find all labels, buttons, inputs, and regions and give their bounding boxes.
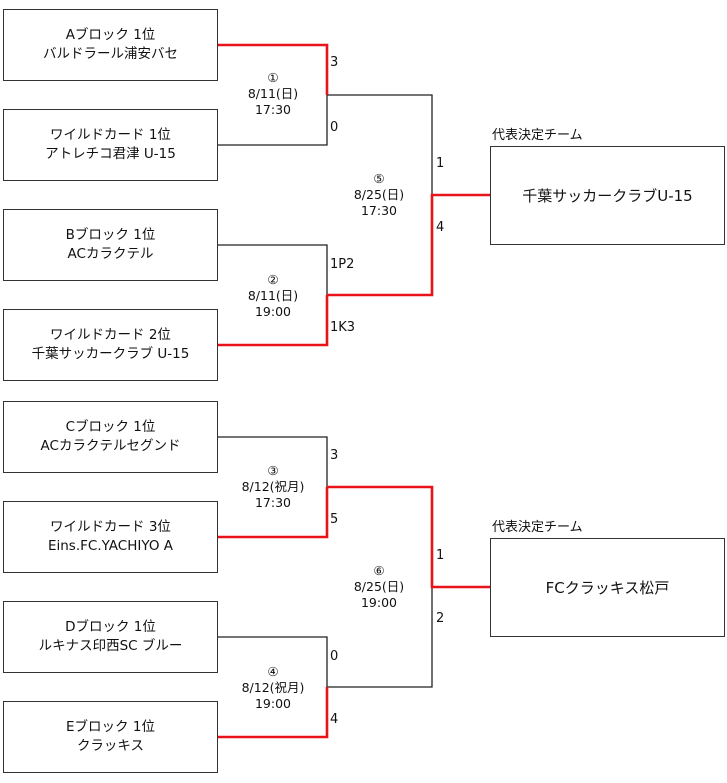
score-m1-bottom: 0 bbox=[330, 120, 339, 135]
match-number: ⑥ bbox=[373, 563, 385, 578]
representative-label: 代表決定チーム bbox=[492, 520, 583, 535]
match-date: 8/12(祝月) bbox=[241, 479, 305, 494]
match-date: 8/12(祝月) bbox=[241, 680, 305, 695]
winner-line-m4 bbox=[218, 687, 329, 739]
match-number: ① bbox=[267, 70, 279, 85]
team-name: バルドラール浦安バセ bbox=[43, 46, 178, 62]
score-m4-top: 0 bbox=[330, 649, 339, 664]
team-name: ACカラクテル bbox=[67, 246, 154, 262]
team-seed: ワイルドカード 2位 bbox=[50, 327, 171, 343]
winner-line-m5 bbox=[327, 193, 490, 297]
representative-label: 代表決定チーム bbox=[492, 128, 583, 143]
match-number: ② bbox=[267, 272, 279, 287]
team-box-wc1: ワイルドカード 1位 アトレチコ君津 U-15 bbox=[3, 109, 218, 181]
line-m5-top bbox=[327, 94, 433, 195]
representative-box-2: FCクラッキス松戸 bbox=[490, 538, 725, 637]
team-seed: ワイルドカード 1位 bbox=[50, 127, 171, 143]
score-m4-bottom: 4 bbox=[330, 712, 339, 727]
match-date: 8/11(日) bbox=[247, 86, 299, 101]
team-box-wc3: ワイルドカード 3位 Eins.FC.YACHIYO A bbox=[3, 501, 218, 573]
line-m2-top bbox=[218, 244, 328, 295]
score-m5-top: 1 bbox=[436, 156, 445, 171]
team-box-a1: Aブロック 1位 バルドラール浦安バセ bbox=[3, 9, 218, 81]
match-time: 19:00 bbox=[360, 595, 398, 610]
match-number: ⑤ bbox=[373, 171, 385, 186]
team-seed: Aブロック 1位 bbox=[65, 27, 156, 43]
match-info-4: ④ 8/12(祝月) 19:00 bbox=[228, 664, 318, 712]
match-date: 8/25(日) bbox=[353, 187, 405, 202]
team-box-c1: Cブロック 1位 ACカラクテルセグンド bbox=[3, 401, 218, 473]
line-m3-top bbox=[218, 436, 328, 487]
winner-line-m3 bbox=[218, 487, 329, 539]
team-name: 千葉サッカークラブ U-15 bbox=[31, 346, 190, 362]
match-date: 8/25(日) bbox=[353, 579, 405, 594]
match-time: 19:00 bbox=[254, 304, 292, 319]
representative-team-name: FCクラッキス松戸 bbox=[545, 579, 670, 597]
representative-box-1: 千葉サッカークラブU-15 bbox=[490, 146, 725, 245]
team-seed: Cブロック 1位 bbox=[65, 419, 156, 435]
match-info-2: ② 8/11(日) 19:00 bbox=[228, 272, 318, 320]
line-m1-bottom bbox=[218, 95, 328, 146]
team-box-b1: Bブロック 1位 ACカラクテル bbox=[3, 209, 218, 281]
team-seed: Dブロック 1位 bbox=[65, 619, 156, 635]
winner-line-m6 bbox=[327, 485, 490, 589]
team-box-wc2: ワイルドカード 2位 千葉サッカークラブ U-15 bbox=[3, 309, 218, 381]
match-time: 17:30 bbox=[254, 495, 292, 510]
representative-team-name: 千葉サッカークラブU-15 bbox=[522, 187, 693, 205]
team-name: ルキナス印西SC ブルー bbox=[38, 638, 183, 654]
line-m4-top bbox=[218, 636, 328, 687]
team-name: アトレチコ君津 U-15 bbox=[45, 146, 176, 162]
match-date: 8/11(日) bbox=[247, 288, 299, 303]
team-name: Eins.FC.YACHIYO A bbox=[47, 538, 174, 554]
score-m3-bottom: 5 bbox=[330, 512, 339, 527]
match-number: ③ bbox=[267, 463, 279, 478]
score-m5-bottom: 4 bbox=[436, 220, 445, 235]
match-time: 19:00 bbox=[254, 696, 292, 711]
score-m2-bottom: 1K3 bbox=[330, 320, 356, 335]
bracket-lines-red bbox=[218, 43, 490, 739]
score-m1-top: 3 bbox=[330, 55, 339, 70]
match-info-1: ① 8/11(日) 17:30 bbox=[228, 70, 318, 118]
winner-line-m2 bbox=[218, 295, 329, 347]
team-seed: ワイルドカード 3位 bbox=[50, 519, 171, 535]
team-box-e1: Eブロック 1位 クラッキス bbox=[3, 701, 218, 773]
score-m3-top: 3 bbox=[330, 448, 339, 463]
team-name: ACカラクテルセグンド bbox=[40, 438, 181, 454]
match-time: 17:30 bbox=[254, 102, 292, 117]
match-info-3: ③ 8/12(祝月) 17:30 bbox=[228, 463, 318, 511]
bracket-lines-black bbox=[218, 94, 433, 688]
match-time: 17:30 bbox=[360, 203, 398, 218]
match-number: ④ bbox=[267, 664, 279, 679]
match-info-6: ⑥ 8/25(日) 19:00 bbox=[334, 563, 424, 611]
match-info-5: ⑤ 8/25(日) 17:30 bbox=[334, 171, 424, 219]
line-m6-bottom bbox=[327, 587, 433, 688]
team-name: クラッキス bbox=[76, 738, 145, 754]
team-seed: Eブロック 1位 bbox=[66, 719, 155, 735]
score-m6-top: 1 bbox=[436, 548, 445, 563]
team-box-d1: Dブロック 1位 ルキナス印西SC ブルー bbox=[3, 601, 218, 673]
winner-line-m1 bbox=[218, 43, 329, 95]
team-seed: Bブロック 1位 bbox=[65, 227, 156, 243]
score-m2-top: 1P2 bbox=[330, 257, 355, 272]
score-m6-bottom: 2 bbox=[436, 611, 445, 626]
